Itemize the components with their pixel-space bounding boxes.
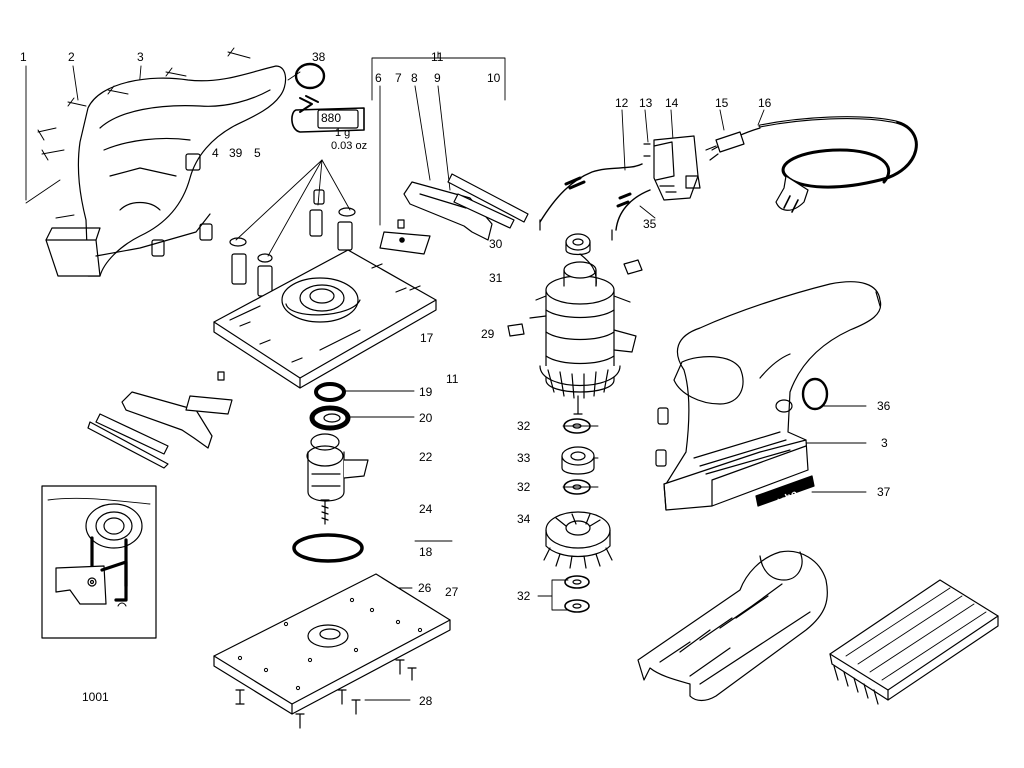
housing-screws <box>37 47 251 219</box>
motor-brushes <box>507 259 643 337</box>
part-number-label: 11 <box>431 50 444 64</box>
part-number-label: 12 <box>615 96 629 110</box>
part-number-label: 36 <box>877 399 891 413</box>
wiring-inset <box>41 485 157 639</box>
part-number-label: 29 <box>481 327 495 341</box>
part-number-label: 8 <box>411 71 418 85</box>
grease-amount: 1 g <box>335 127 351 139</box>
grease-code: 880 <box>321 111 342 125</box>
paper-clamp-set <box>379 173 529 255</box>
motor-assembly <box>529 233 637 415</box>
tube-pointer-lines <box>235 159 351 257</box>
part-number-label: 3 <box>881 436 888 450</box>
part-number-label: 32 <box>517 419 531 433</box>
part-number-label: 15 <box>715 96 729 110</box>
o-ring-36 <box>801 377 829 411</box>
pad-screws <box>235 659 417 729</box>
sanding-pad-26 <box>213 573 451 715</box>
part-number-label: 31 <box>489 271 503 285</box>
part-number-label: 17 <box>420 331 434 345</box>
bushings <box>151 153 356 297</box>
grease-amount-oz: 0.03 oz <box>331 140 368 152</box>
part-number-label: 30 <box>489 237 503 251</box>
part-number-label: 26 <box>418 581 432 595</box>
part-number-label: 16 <box>758 96 772 110</box>
part-number-label: 10 <box>487 71 501 85</box>
part-number-label: 35 <box>643 217 657 231</box>
part-number-label: 37 <box>877 485 891 499</box>
part-number-label: 13 <box>639 96 653 110</box>
housing-half <box>45 65 287 277</box>
part-number-label: 34 <box>517 512 531 526</box>
part-number-label: 2 <box>68 50 75 64</box>
part-number-label: 1 <box>20 50 27 64</box>
dust-cover <box>637 550 828 702</box>
part-number-label: 11 <box>446 372 459 386</box>
motor-lower-parts <box>543 418 613 613</box>
dust-filter <box>829 579 999 705</box>
o-ring-38 <box>294 62 326 90</box>
part-number-label: 22 <box>419 450 433 464</box>
part-number-label: 32 <box>517 480 531 494</box>
part-number-label: 28 <box>419 694 433 708</box>
assembled-sander <box>655 281 882 511</box>
part-number-label: 5 <box>254 146 261 160</box>
part-number-label: 7 <box>395 71 402 85</box>
part-number-label: 19 <box>419 385 433 399</box>
part-number-label: 3 <box>137 50 144 64</box>
part-number-label: 38 <box>312 50 326 64</box>
drawing-number: 1001 <box>82 690 109 704</box>
part-number-label: 9 <box>434 71 441 85</box>
part-number-label: 27 <box>445 585 459 599</box>
lower-clamp-set <box>87 371 233 469</box>
part-number-label: 39 <box>229 146 243 160</box>
base-plate-17 <box>213 249 437 389</box>
part-number-label: 33 <box>517 451 531 465</box>
part-number-label: 6 <box>375 71 382 85</box>
part-number-label: 20 <box>419 411 433 425</box>
part-number-label: 32 <box>517 589 531 603</box>
grease-tube <box>291 95 365 133</box>
part-number-label: 24 <box>419 502 433 516</box>
cord-and-switch <box>539 116 918 241</box>
part-number-label: 14 <box>665 96 679 110</box>
center-stack <box>292 382 369 563</box>
part-number-label: 4 <box>212 146 219 160</box>
part-number-label: 18 <box>419 545 433 559</box>
